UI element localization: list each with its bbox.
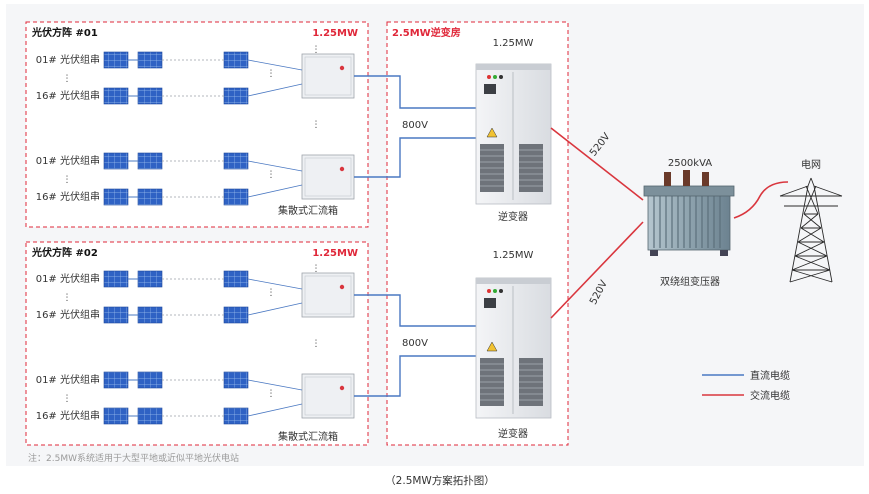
string-to-combiner (247, 83, 303, 97)
string-to-combiner (247, 59, 303, 71)
ellipsis: ⋮ (312, 45, 321, 55)
ellipsis: ⋮ (63, 293, 72, 303)
combiner-box (301, 272, 355, 318)
ellipsis: ⋮ (63, 175, 72, 185)
string-to-combiner (247, 379, 303, 391)
combiner-box-door (304, 157, 352, 197)
dc-voltage-1: 800V (402, 120, 428, 131)
inverter-2-label: 逆变器 (498, 427, 528, 440)
pv-panel (103, 270, 129, 288)
dc-cable (354, 355, 476, 397)
ellipsis: ⋮ (267, 389, 276, 399)
power-tower-icon (779, 177, 843, 283)
combiner-box (301, 53, 355, 99)
ellipsis: ⋮ (267, 69, 276, 79)
pv-panel (223, 87, 249, 105)
pv-panel (137, 371, 163, 389)
combiner-box (301, 154, 355, 200)
ellipsis: ⋮ (312, 120, 321, 130)
transformer-rating: 2500kVA (668, 158, 712, 169)
pv-panel (223, 188, 249, 206)
inverter-1-power: 1.25MW (493, 38, 534, 49)
pv-panel (223, 407, 249, 425)
pv-panel (137, 188, 163, 206)
caption: （2.5MW方案拓扑图） (385, 474, 495, 487)
pv-panel (223, 306, 249, 324)
pv-panel (137, 51, 163, 69)
legend-ac-label: 交流电缆 (750, 389, 790, 402)
dc-cable (354, 294, 476, 327)
dc-cable (354, 75, 476, 109)
string-to-combiner (247, 184, 303, 198)
pv-panel (103, 51, 129, 69)
pv-panel (223, 51, 249, 69)
transformer-icon (643, 170, 735, 256)
pv-panel (137, 87, 163, 105)
ac-cable-1 (550, 127, 644, 201)
pv-string-label: 16# 光伏组串 (36, 89, 100, 102)
pv-panel (137, 152, 163, 170)
string-to-combiner (247, 302, 303, 316)
array-1-title: 光伏方阵 #01 (31, 26, 98, 39)
pv-panel (103, 87, 129, 105)
combiner-logo-icon (339, 385, 345, 391)
combiner-logo-icon (339, 166, 345, 172)
legend-dc-label: 直流电缆 (750, 369, 790, 382)
combiner-1-label: 集散式汇流箱 (278, 204, 338, 217)
pv-panel (103, 152, 129, 170)
ellipsis: ⋮ (63, 394, 72, 404)
dc-cable (354, 137, 476, 178)
ellipsis: ⋮ (63, 74, 72, 84)
combiner-box-door (304, 376, 352, 416)
inverter-2-power: 1.25MW (493, 250, 534, 261)
pv-panel (137, 270, 163, 288)
pv-panel (223, 270, 249, 288)
array-2-title: 光伏方阵 #02 (31, 246, 98, 259)
ellipsis: ⋮ (312, 264, 321, 274)
inverter-1-cabinet (475, 63, 552, 205)
pv-string-label: 01# 光伏组串 (36, 53, 100, 66)
pv-string-label: 01# 光伏组串 (36, 272, 100, 285)
combiner-logo-icon (339, 65, 345, 71)
pv-string-label: 16# 光伏组串 (36, 190, 100, 203)
inverter-2-cabinet (475, 277, 552, 419)
inverter-1-label: 逆变器 (498, 210, 528, 223)
room-title: 2.5MW逆变房 (392, 26, 461, 39)
dc-voltage-2: 800V (402, 338, 428, 349)
ac-cable-grid (733, 181, 789, 219)
pv-panel (103, 188, 129, 206)
pv-panel (103, 407, 129, 425)
combiner-2-label: 集散式汇流箱 (278, 430, 338, 443)
pv-panel (137, 306, 163, 324)
pv-strings-layer: 01# 光伏组串 ⋮ ⋮ 16# 光伏组串 01# 光伏组串 ⋮ ⋮ 16# 光伏组串 ⋮ ⋮ 01… (36, 45, 476, 425)
array-1-power: 1.25MW (312, 28, 358, 39)
combiner-box (301, 373, 355, 419)
ellipsis: ⋮ (312, 339, 321, 349)
pv-panel (103, 306, 129, 324)
pv-panel (137, 407, 163, 425)
transformer-label: 双绕组变压器 (660, 275, 720, 288)
pv-string-label: 16# 光伏组串 (36, 409, 100, 422)
combiner-box-door (304, 275, 352, 315)
array-2-power: 1.25MW (312, 248, 358, 259)
pv-panel (223, 371, 249, 389)
string-to-combiner (247, 160, 303, 172)
combiner-logo-icon (339, 284, 345, 290)
combiner-box-door (304, 56, 352, 96)
pv-string-label: 16# 光伏组串 (36, 308, 100, 321)
ac-cable-2 (550, 221, 644, 319)
ellipsis: ⋮ (267, 170, 276, 180)
pv-string-label: 01# 光伏组串 (36, 373, 100, 386)
pv-panel (223, 152, 249, 170)
pv-string-label: 01# 光伏组串 (36, 154, 100, 167)
string-to-combiner (247, 403, 303, 417)
string-to-combiner (247, 278, 303, 290)
ellipsis: ⋮ (267, 288, 276, 298)
pv-panel (103, 371, 129, 389)
footnote: 注：2.5MW系统适用于大型平地或近似平地光伏电站 (28, 452, 239, 464)
grid-label: 电网 (801, 158, 821, 171)
